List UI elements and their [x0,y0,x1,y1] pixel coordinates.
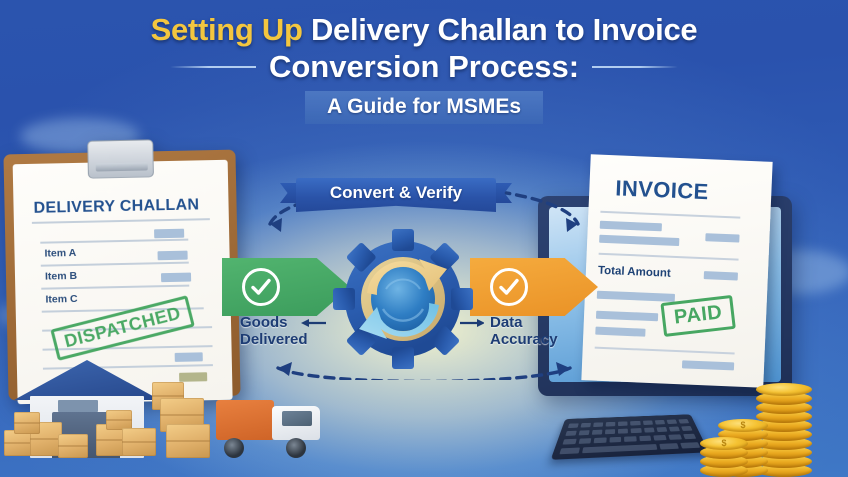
doc-value-bar [703,271,738,281]
doc-value-bar [157,250,188,261]
coin-stack-tall [756,375,812,477]
check-circle-icon [242,268,280,306]
coin-stack-short: $ [700,429,748,477]
title-line-2-row: Conversion Process: [0,49,848,85]
doc-rule [598,252,739,261]
coin-stack-icon: $ $ [700,368,848,477]
doc-value-bar [160,272,192,283]
doc-value-bar [595,310,659,322]
data-accuracy-line2: Accuracy [490,330,558,348]
doc-value-bar [595,326,646,337]
doc-rule [600,210,741,219]
title-line-2: Conversion Process: [268,49,580,85]
title-divider-left [169,66,256,69]
title-highlight: Setting Up [150,12,303,47]
doc-value-bar [154,228,185,239]
doc-value-bar [599,234,680,247]
truck-wheel [286,438,306,458]
truck-wheel [224,438,244,458]
ribbon-label: Convert & Verify [329,182,463,202]
cardboard-box [4,430,34,456]
subtitle-wrap: A Guide for MSMEs [0,91,848,125]
truck-cargo-box [216,400,274,440]
ribbon-tail-right [494,183,512,203]
delivery-challan-heading: DELIVERY CHALLAN [33,196,200,217]
cardboard-box [106,410,132,430]
challan-item-a: Item A [44,246,77,260]
invoice-total-label: Total Amount [597,264,671,280]
warehouse-window [58,400,98,412]
data-accuracy-label: Data Accuracy [460,314,558,349]
ribbon-tail-left [280,183,298,203]
clipboard-clip [87,139,154,179]
doc-rule [594,346,735,354]
keyboard-row [559,442,701,455]
coin-dollar-symbol: $ [740,420,746,430]
arrow-right-icon [460,319,484,327]
arrow-left-icon [301,319,326,327]
warehouse-roof [14,360,160,400]
goods-delivered-line1: Goods [240,314,288,331]
invoice-document: INVOICE Total Amount PAID [581,154,773,388]
title-rest: Delivery Challan to Invoice [310,12,698,47]
check-circle-icon [490,268,528,306]
doc-value-bar [596,290,676,302]
title-divider-right [592,66,679,69]
invoice-heading: INVOICE [614,175,710,205]
doc-value-bar [705,233,740,243]
doc-rule [40,261,189,267]
data-accuracy-line1: Data [490,314,523,331]
challan-item-c: Item C [45,292,78,306]
doc-rule [40,238,189,244]
cardboard-box [122,428,156,456]
delivery-truck [216,396,328,458]
title-line-1: Setting Up Delivery Challan to Invoice [0,12,848,47]
gear-refresh-icon [332,228,474,370]
convert-verify-ribbon: Convert & Verify [280,178,512,212]
coin-dollar-symbol: $ [721,438,727,448]
truck-windshield [282,411,312,426]
cardboard-box [166,424,210,458]
page-subtitle: A Guide for MSMEs [304,91,544,125]
doc-rule [41,284,190,290]
paid-stamp: PAID [660,294,737,337]
goods-delivered-line2: Delivered [240,330,308,348]
cardboard-box [14,412,40,434]
title-block: Setting Up Delivery Challan to Invoice C… [0,12,848,125]
doc-rule [31,218,210,224]
goods-delivered-label: Goods Delivered [240,314,326,349]
challan-item-b: Item B [44,269,78,283]
warehouse-scene [0,358,340,477]
cardboard-box [58,434,88,458]
doc-value-bar [599,220,662,232]
keyboard-icon [550,414,710,460]
